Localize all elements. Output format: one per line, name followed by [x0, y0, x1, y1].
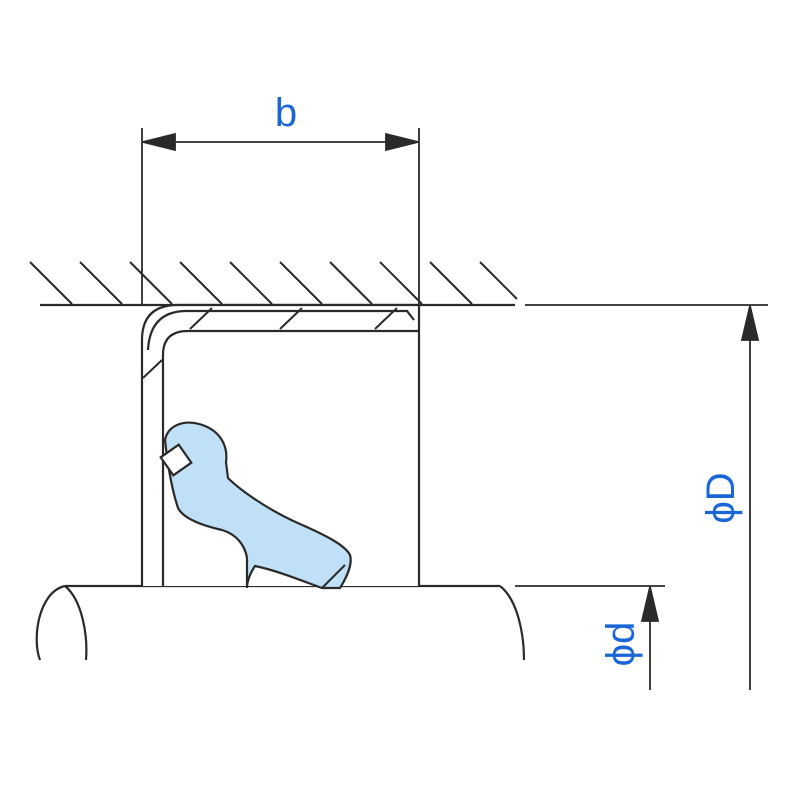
metal-case-inner-outline	[161, 329, 419, 586]
dimension-outer-diameter-label: ϕD	[699, 472, 743, 523]
shaft	[35, 584, 526, 661]
garter-spring	[159, 443, 193, 477]
metal-case-hatch-band	[146, 309, 415, 351]
dimension-b-label: b	[275, 91, 297, 135]
housing-hatching	[29, 261, 518, 305]
dimension-b	[141, 128, 420, 305]
sealing-lip	[159, 421, 352, 590]
dimension-b-arrow-left	[142, 132, 176, 152]
dimension-b-arrow-right	[385, 132, 419, 152]
shaft-right-end	[499, 585, 526, 661]
shaft-left-end	[35, 584, 66, 661]
dimension-outer-diameter	[525, 304, 768, 690]
sealing-lip-edge	[321, 564, 346, 589]
housing-surface	[29, 261, 518, 307]
dimension-outer-arrow	[740, 305, 760, 341]
sealing-lip-shape	[163, 421, 352, 590]
dimension-inner-arrow	[640, 586, 660, 622]
dimension-inner-diameter	[515, 585, 665, 690]
dimension-inner-diameter-label: ϕd	[599, 622, 643, 667]
metal-case-hatching	[142, 307, 398, 379]
shaft-left-break	[64, 585, 88, 661]
